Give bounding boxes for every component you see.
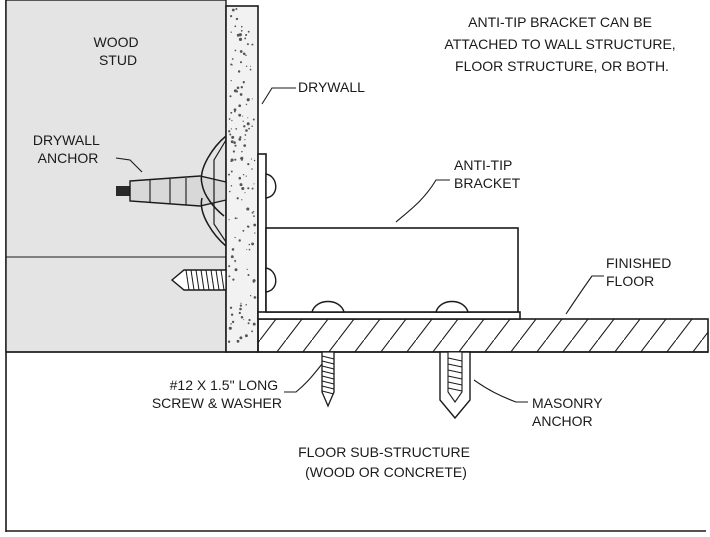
masonry-anchor-label: MASONRY ANCHOR	[532, 395, 606, 429]
wood-stud-label: WOOD STUD	[94, 34, 143, 68]
anti-tip-bracket	[257, 153, 521, 320]
sub-structure-label: FLOOR SUB-STRUCTURE (WOOD OR CONCRETE)	[298, 444, 474, 480]
masonry-anchor	[439, 351, 471, 420]
bracket-wall-bolts	[265, 173, 277, 293]
finished-floor-label: FINISHED FLOOR	[606, 255, 675, 289]
screw-label: #12 X 1.5" LONG SCREW & WASHER	[152, 377, 282, 411]
drywall-anchor-label: DRYWALL ANCHOR	[33, 132, 103, 166]
lag-screw	[170, 269, 227, 291]
finished-floor	[257, 318, 709, 353]
leader-lines	[115, 87, 604, 403]
drywall-label: DRYWALL	[298, 79, 365, 95]
drywall-anchor	[116, 135, 227, 247]
anti-tip-bracket-label: ANTI-TIP BRACKET	[454, 157, 521, 191]
floor-screw	[321, 351, 335, 408]
general-note: ANTI-TIP BRACKET CAN BE ATTACHED TO WALL…	[444, 14, 679, 74]
drywall-panel	[225, 5, 259, 353]
drywall-texture	[227, 8, 257, 343]
bracket-floor-bolts	[311, 300, 469, 313]
wood-stud	[5, 0, 227, 353]
